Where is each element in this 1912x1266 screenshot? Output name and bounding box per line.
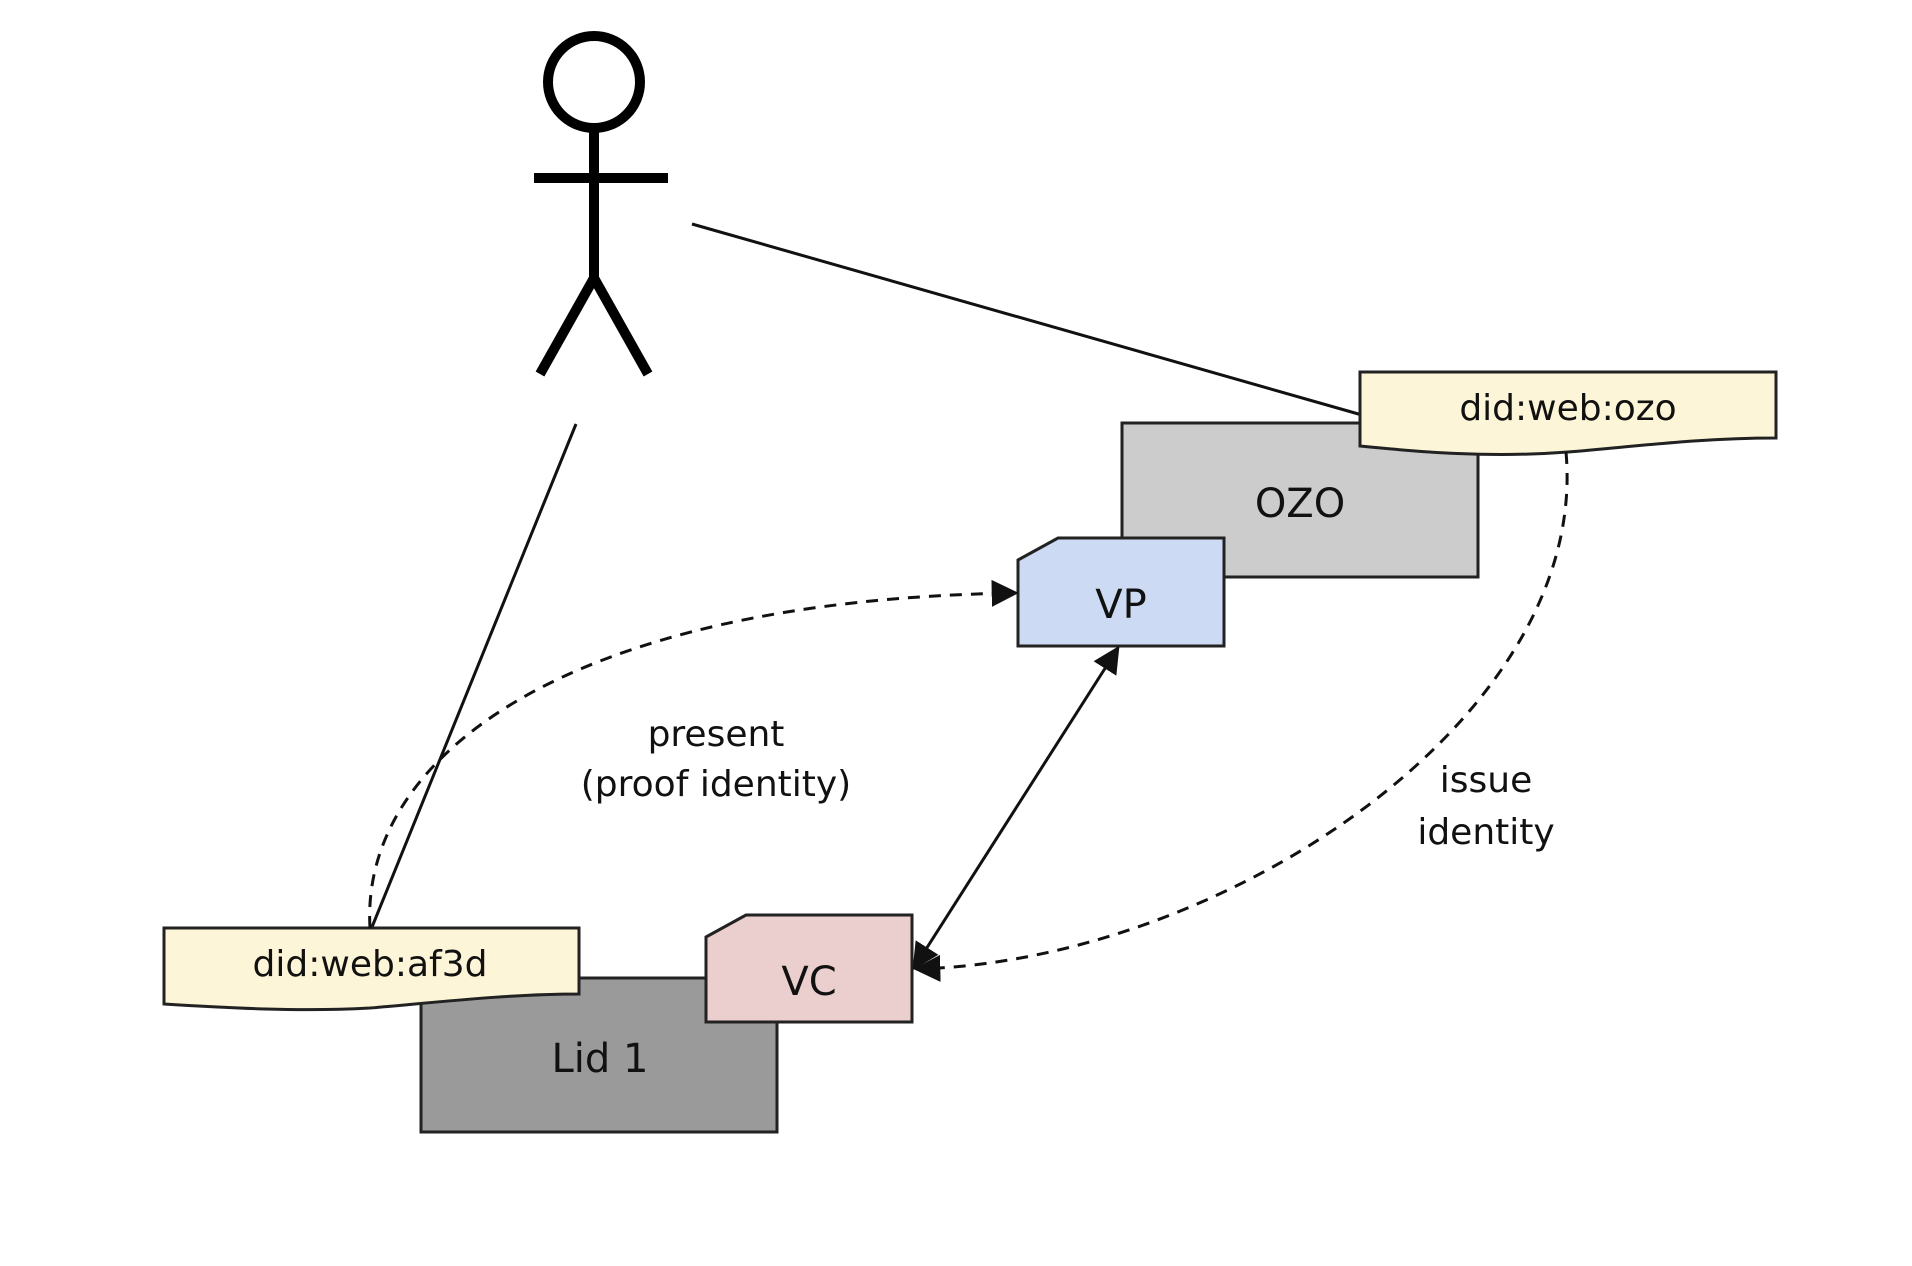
issue-edge-label: issue identity bbox=[1417, 760, 1554, 853]
did-ozo-label: did:web:ozo bbox=[1459, 388, 1676, 429]
present-edge-label: present (proof identity) bbox=[581, 714, 851, 805]
issue-label-line1: issue bbox=[1440, 760, 1532, 801]
vc-label: VC bbox=[781, 959, 836, 1005]
lid1-label: Lid 1 bbox=[552, 1036, 649, 1082]
person-icon bbox=[534, 31, 668, 377]
issue-arrow bbox=[913, 451, 1569, 982]
vc-vp-arrow bbox=[912, 645, 1120, 971]
ozo-label: OZO bbox=[1255, 481, 1345, 527]
vp-node: VP bbox=[1016, 536, 1226, 648]
person-to-did-af3d-line bbox=[368, 423, 578, 933]
did-af3d-node: did:web:af3d bbox=[162, 926, 581, 1012]
did-ozo-node: did:web:ozo bbox=[1358, 370, 1778, 456]
did-af3d-label: did:web:af3d bbox=[253, 944, 488, 985]
present-arrow bbox=[368, 579, 1019, 929]
vp-label: VP bbox=[1095, 582, 1146, 628]
present-label-line1: present bbox=[648, 714, 785, 755]
present-label-line2: (proof identity) bbox=[581, 764, 851, 805]
vc-node: VC bbox=[704, 913, 914, 1024]
person-to-did-ozo-line bbox=[691, 222, 1363, 417]
issue-label-line2: identity bbox=[1417, 812, 1554, 853]
